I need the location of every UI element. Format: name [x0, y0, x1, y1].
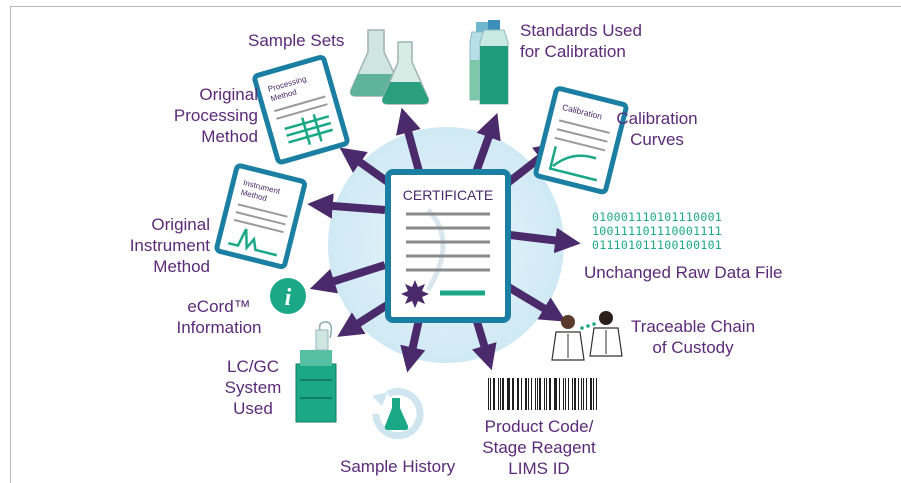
label-product-code: Product Code/ Stage Reagent LIMS ID [482, 417, 596, 478]
barcode-bar [577, 378, 579, 410]
barcode-bar [586, 378, 588, 410]
arrow-instrument [307, 193, 386, 219]
bottles-icon [469, 20, 509, 105]
barcode-bar [559, 378, 560, 410]
barcode-bar [555, 378, 558, 410]
barcode-bar [518, 378, 519, 410]
frame-left-border [10, 6, 11, 483]
svg-text:i: i [285, 285, 292, 311]
barcode-bar [516, 378, 518, 410]
label-processing-method: Original Processing Method [173, 85, 258, 146]
ecord-info-icon: i [270, 278, 306, 314]
barcode-bar [508, 378, 511, 410]
barcode-bar [562, 378, 564, 410]
barcode-bar [573, 378, 576, 410]
frame-top-border [10, 6, 901, 7]
label-raw-data-file: Unchanged Raw Data File [584, 263, 783, 282]
barcode-bar [553, 378, 555, 410]
barcode-bar [593, 378, 594, 410]
certificate-title: CERTIFICATE [403, 187, 494, 203]
barcode-bar [536, 378, 538, 410]
barcode-bar [497, 378, 499, 410]
barcode-bar [571, 378, 573, 410]
barcode-bar [583, 378, 585, 410]
barcode-bar [490, 378, 491, 410]
barcode-bar [502, 378, 504, 410]
label-ecord-information: eCord™ Information [176, 297, 262, 337]
certificate-seal-icon [401, 280, 429, 308]
barcode-bar [512, 378, 514, 410]
sample-history-icon [372, 388, 424, 440]
barcode-bar [499, 378, 501, 410]
barcode-bar [506, 378, 508, 410]
barcode-bar [530, 378, 533, 410]
barcode-icon [488, 378, 600, 410]
barcode-bar [549, 378, 551, 410]
barcode-bar [581, 378, 583, 410]
barcode-bar [590, 378, 593, 410]
lcgc-system-icon [295, 321, 337, 423]
label-lcgc-system: LC/GC System Used [224, 357, 282, 418]
arrow-ecord [309, 261, 387, 294]
barcode-bar [492, 378, 495, 410]
barcode-bar [546, 378, 548, 410]
barcode-bar [535, 378, 536, 410]
barcode-bar [520, 378, 523, 410]
arrow-custody [502, 281, 566, 322]
barcode-bar [595, 378, 598, 410]
barcode-bar [567, 378, 569, 410]
arrow-raw-data [509, 227, 581, 254]
flask-icon [349, 29, 430, 105]
calibration-document: Calibration [533, 86, 629, 195]
barcode-bar [528, 378, 529, 410]
label-instrument-method: Original Instrument Method [129, 215, 210, 276]
label-standards: Standards Used for Calibration [520, 21, 642, 61]
label-sample-history: Sample History [340, 457, 456, 476]
certificate-document: CERTIFICATE [385, 169, 511, 323]
barcode-bar [564, 378, 566, 410]
processing-method-document: Processing Method [252, 54, 350, 165]
barcode-bar [544, 378, 545, 410]
custody-people-icon [551, 311, 623, 361]
barcode-bar [525, 378, 528, 410]
label-calibration-curves: Calibration Curves [616, 109, 698, 149]
label-chain-of-custody: Traceable Chain of Custody [630, 317, 756, 357]
arrow-standards [471, 112, 501, 177]
instrument-method-document: Instrument Method [214, 163, 307, 270]
arrow-sample-sets [396, 107, 424, 177]
barcode-bar [488, 378, 490, 410]
label-sample-sets: Sample Sets [248, 31, 345, 50]
barcode-bar [539, 378, 542, 410]
